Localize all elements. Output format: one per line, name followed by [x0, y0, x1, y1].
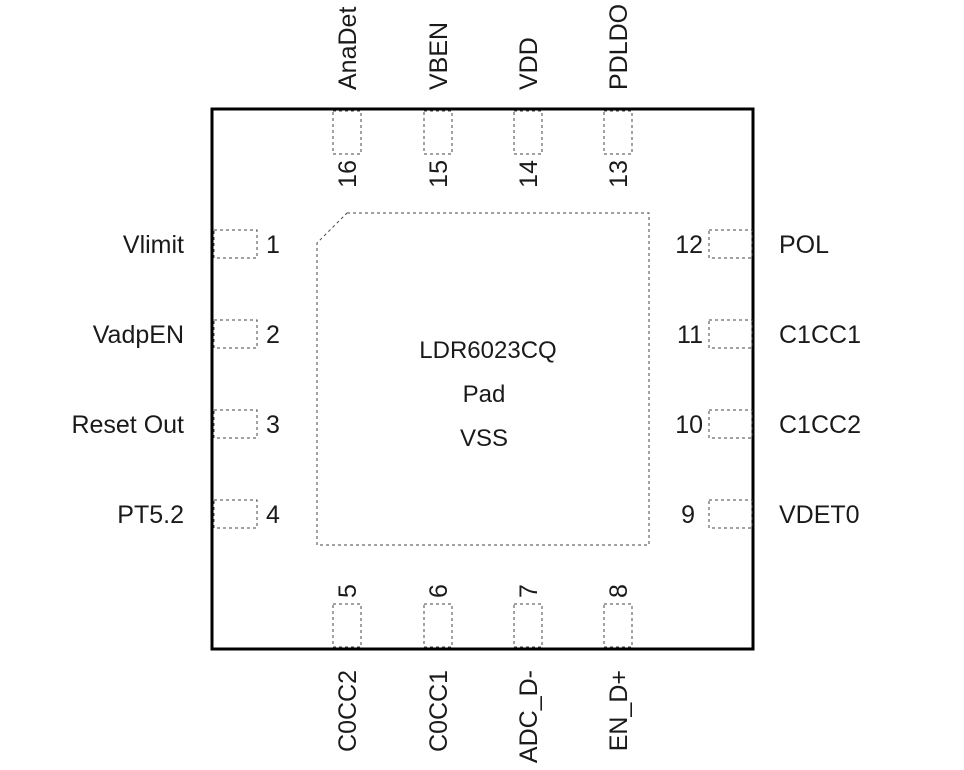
pin-pad-16: [332, 110, 362, 155]
pin-pad-11: [708, 319, 753, 349]
pin-name: C1CC1: [779, 321, 861, 349]
pin-name: AnaDet: [334, 7, 362, 90]
pin-number: 13: [605, 160, 633, 188]
pin-number: 9: [681, 501, 695, 529]
pin-pad-2: [213, 319, 258, 349]
pin-group-left: 1 2 3 4 Vlimit VadpEN Reset Out PT5.2: [71, 229, 280, 529]
pin-number: 1: [266, 231, 280, 259]
pin-number: 7: [515, 584, 543, 598]
pin-pad-9: [708, 499, 753, 529]
pin-pad-15: [423, 110, 453, 155]
pin-number: 11: [677, 321, 703, 349]
pin-name: ADC_D-: [515, 670, 543, 763]
pad-label-vss: VSS: [460, 425, 508, 452]
pin-group-right: 12 11 10 9 POL C1CC1 C1CC2 VDET0: [675, 229, 861, 529]
pin-name: PT5.2: [117, 501, 184, 529]
pin-name: C0CC1: [425, 670, 453, 752]
pin-number: 5: [334, 584, 362, 598]
pin-name: EN_D+: [605, 670, 633, 751]
pin-name: PDLDO: [605, 4, 633, 90]
pin-pad-6: [423, 603, 453, 648]
pin-pad-8: [603, 603, 633, 648]
pad-label-pad: Pad: [463, 381, 506, 408]
pin-name: VDD: [515, 37, 543, 90]
pin-pad-3: [213, 409, 258, 439]
pin-pad-4: [213, 499, 258, 529]
pad-label-part: LDR6023CQ: [419, 337, 556, 364]
pin-number: 6: [425, 584, 453, 598]
pin-number: 14: [515, 160, 543, 188]
pin-name: POL: [779, 231, 829, 259]
pin-pad-14: [513, 110, 543, 155]
pin-number: 3: [266, 411, 280, 439]
pin-number: 4: [266, 501, 280, 529]
pin-number: 15: [425, 160, 453, 188]
pin-name: Reset Out: [71, 411, 184, 439]
pin-name: C1CC2: [779, 411, 861, 439]
pin-name: C0CC2: [334, 670, 362, 752]
pin-group-top: 16 15 14 13 AnaDet VBEN VDD PDLDO: [332, 4, 633, 188]
pin-number: 10: [675, 411, 703, 439]
pin-name: VBEN: [425, 22, 453, 90]
pin-pad-1: [213, 229, 258, 259]
pin-group-bottom: 5 6 7 8 C0CC2 C0CC1 ADC_D- EN_D+: [332, 584, 633, 763]
pin-number: 16: [334, 160, 362, 188]
pin-name: VDET0: [779, 501, 860, 529]
pin-pad-5: [332, 603, 362, 648]
package-outline: [210, 107, 755, 651]
pin-name: VadpEN: [93, 321, 184, 349]
pin-pad-10: [708, 409, 753, 439]
pin-number: 2: [266, 321, 280, 349]
pin-pad-7: [513, 603, 543, 648]
pin-pad-13: [603, 110, 633, 155]
exposed-pad: [316, 212, 650, 546]
pin-number: 12: [675, 231, 703, 259]
pin-pad-12: [708, 229, 753, 259]
pin-number: 8: [605, 584, 633, 598]
pin-name: Vlimit: [123, 231, 184, 259]
